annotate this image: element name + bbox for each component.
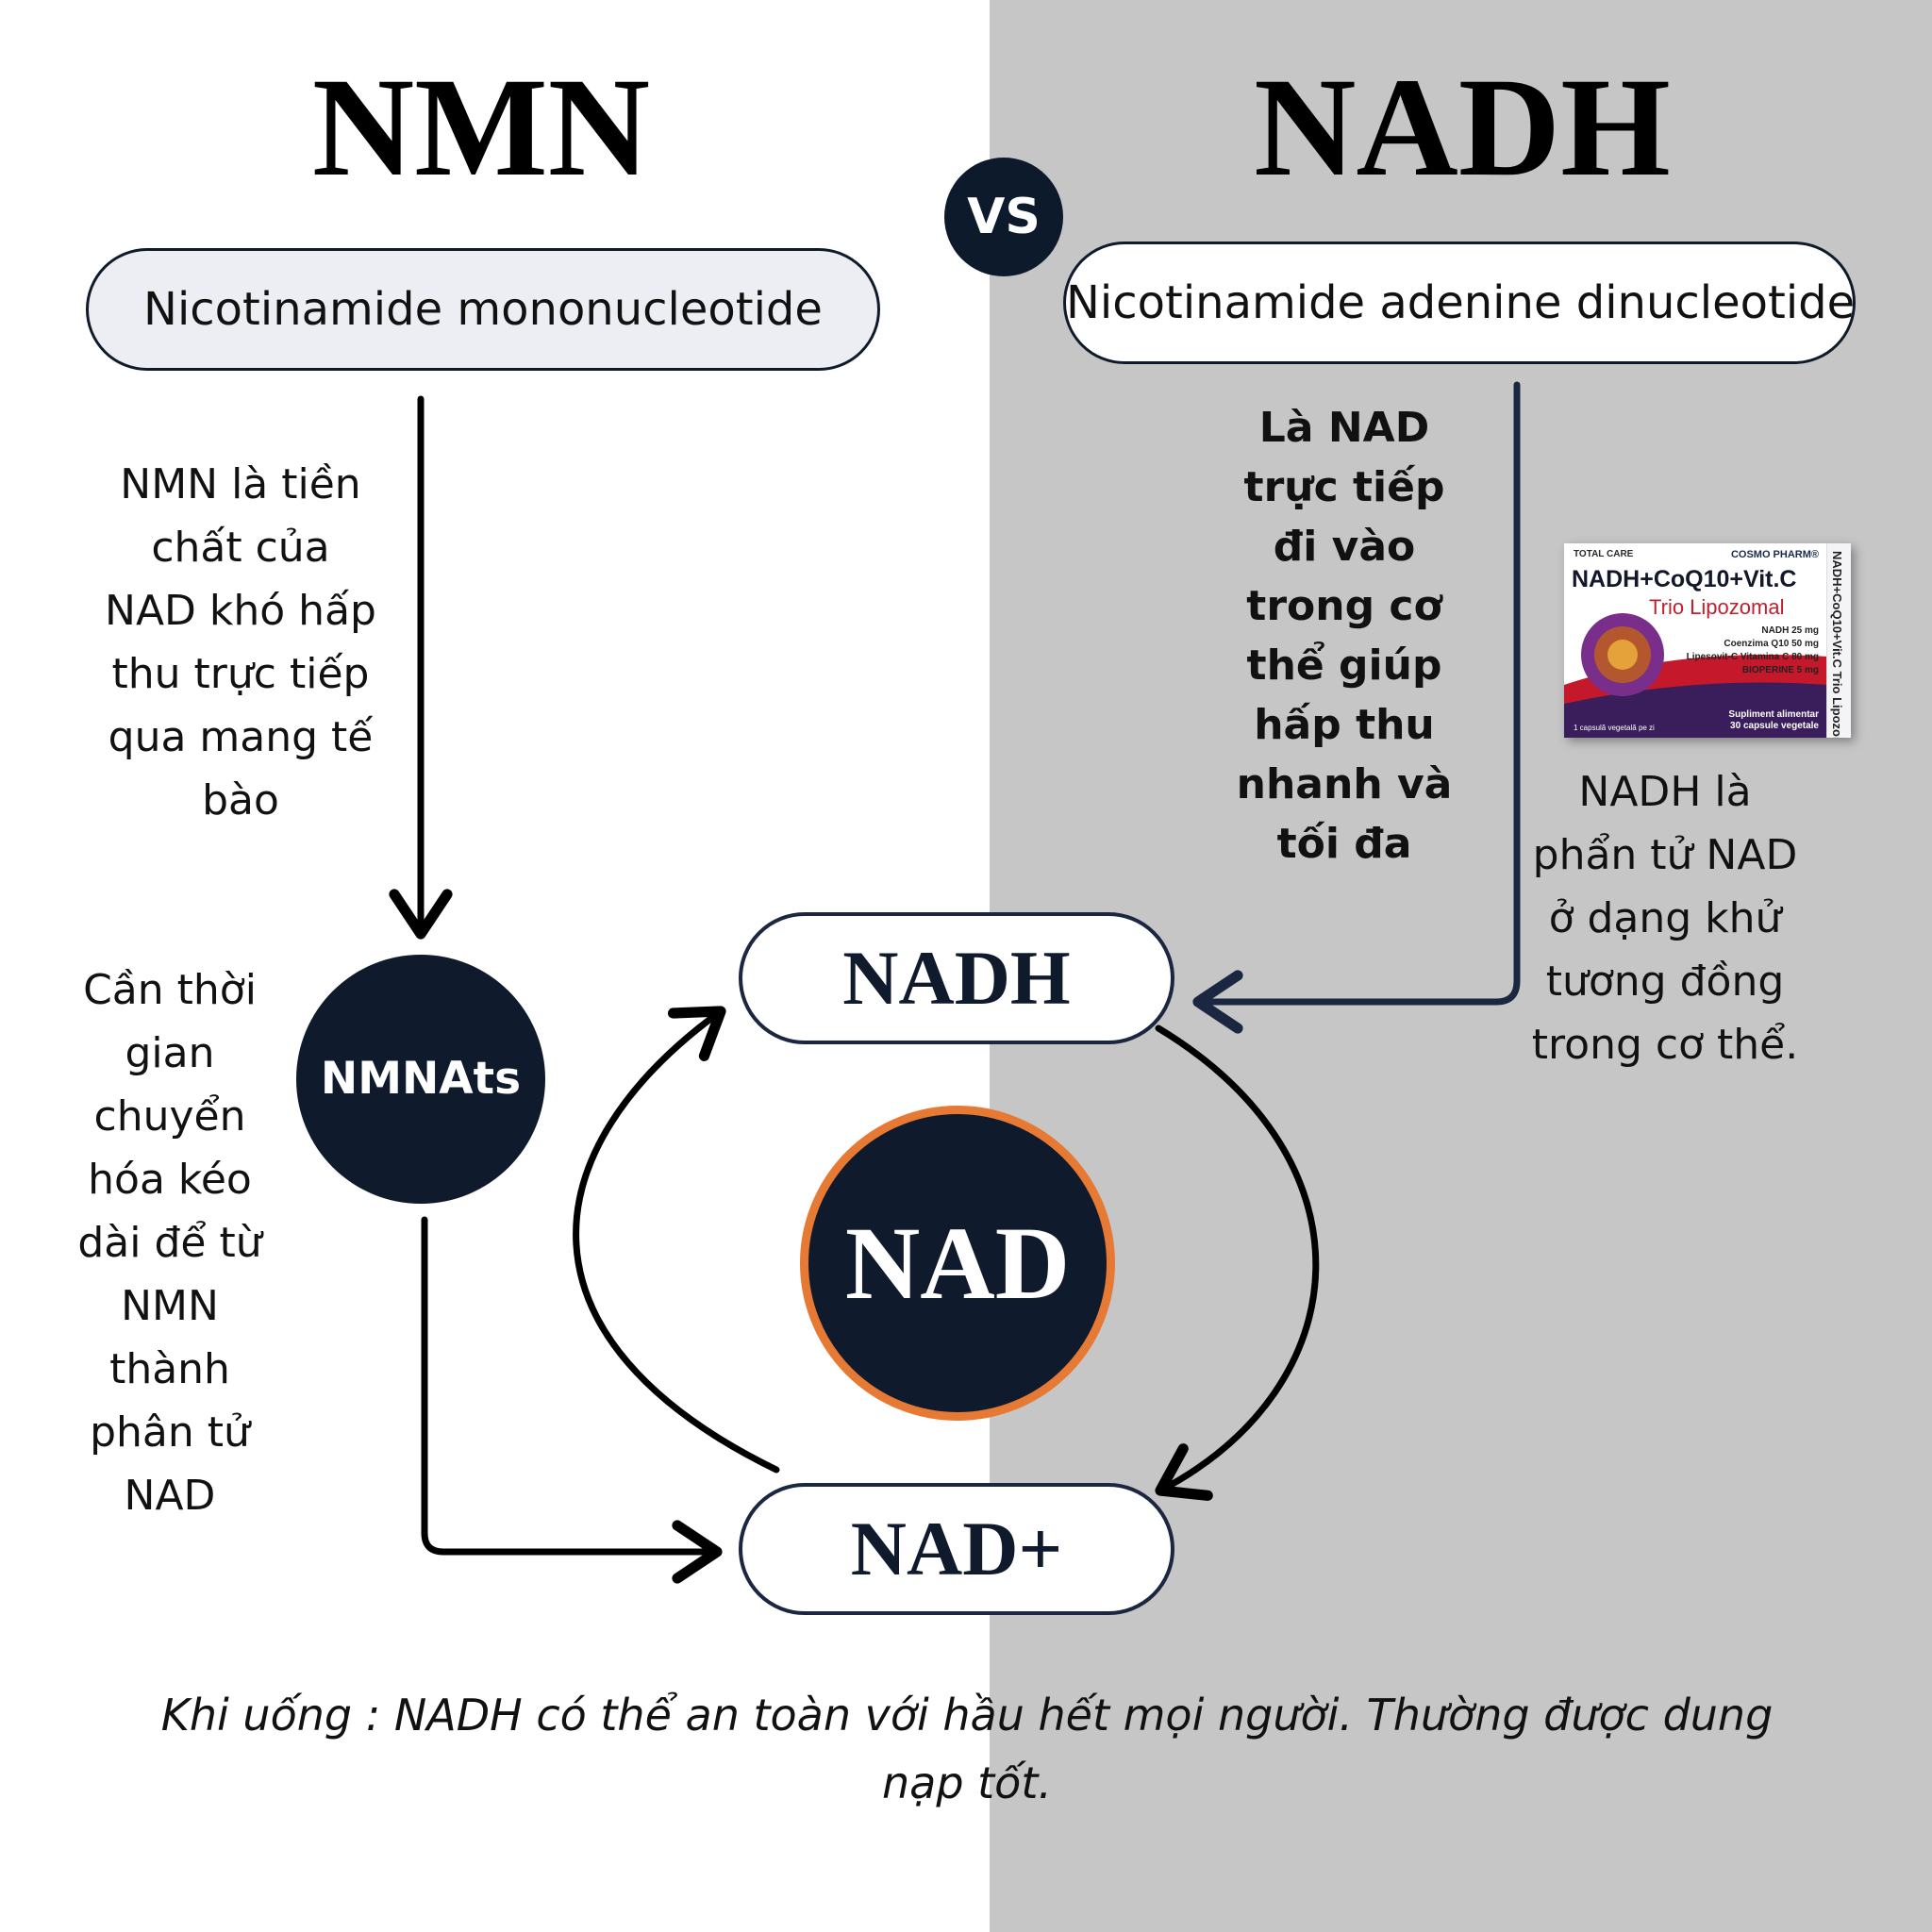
footer-note: Khi uống : NADH có thể an toàn với hầu h… [160, 1690, 1774, 1808]
nmn-title: NMN [311, 49, 651, 206]
product-subtitle: Trio Lipozomal [1649, 595, 1785, 619]
ingredient-bioperine: BIOPERINE 5 mg [1741, 665, 1819, 675]
cycle-nadh-pill: NADH [739, 912, 1174, 1044]
product-name: NADH+CoQ10+Vit.C [1572, 566, 1797, 592]
nmn-full-name-pill: Nicotinamide mononucleotide [86, 248, 880, 371]
ingredient-nadh: NADH 25 mg [1761, 625, 1819, 636]
nadh-direct-absorption-note: Là NAD trực tiếp đi vào trong cơ thể giú… [1236, 404, 1453, 868]
product-capsule-count: 30 capsule vegetale [1730, 721, 1819, 731]
nad-center-circle: NAD [800, 1106, 1115, 1421]
product-box-side: NADH+CoQ10+Vit.C Trio Lipozomal [1826, 543, 1851, 738]
cycle-nad-plus-to-nadh-arrow [573, 1006, 780, 1474]
vs-badge: VS [944, 158, 1063, 276]
product-maker: COSMO PHARM® [1730, 549, 1819, 560]
product-footer: Supliment alimentar 30 capsule vegetale [1728, 709, 1819, 732]
nmnats-enzyme-circle: NMNAts [296, 955, 545, 1204]
nadh-full-name-pill: Nicotinamide adenine dinucleotide [1063, 242, 1856, 364]
nmn-precursor-note: NMN là tiền chất của NAD khó hấp thu trự… [105, 460, 376, 824]
product-dosage: 1 capsulă vegetală pe zi [1574, 724, 1655, 732]
product-side-text: NADH+CoQ10+Vit.C Trio Lipozomal [1830, 551, 1844, 738]
cycle-nad-plus-pill: NAD+ [739, 1483, 1174, 1615]
nadh-title: NADH [1254, 49, 1671, 206]
nmnats-to-nad-plus-arrow [421, 1216, 723, 1584]
ingredient-coq10: Coenzima Q10 50 mg [1724, 639, 1819, 649]
nmn-conversion-note: Cần thời gian chuyển hóa kéo dài để từ N… [77, 966, 262, 1520]
nadh-reduced-form-note: NADH là phẩn tử NAD ở dạng khử tương đồn… [1531, 768, 1799, 1069]
product-supplement-label: Supliment alimentar [1728, 709, 1819, 720]
product-ingredients: NADH 25 mg Coenzima Q10 50 mg Lipesovit-… [1677, 625, 1819, 677]
ingredient-vitamin-c: Lipesovit-C Vitamina C 80 mg [1686, 652, 1819, 662]
product-liposome-graphic [1564, 613, 1828, 738]
product-brand: TOTAL CARE [1574, 549, 1634, 559]
nadh-product-box-image: TOTAL CARE COSMO PHARM® NADH+CoQ10+Vit.C… [1564, 543, 1851, 738]
